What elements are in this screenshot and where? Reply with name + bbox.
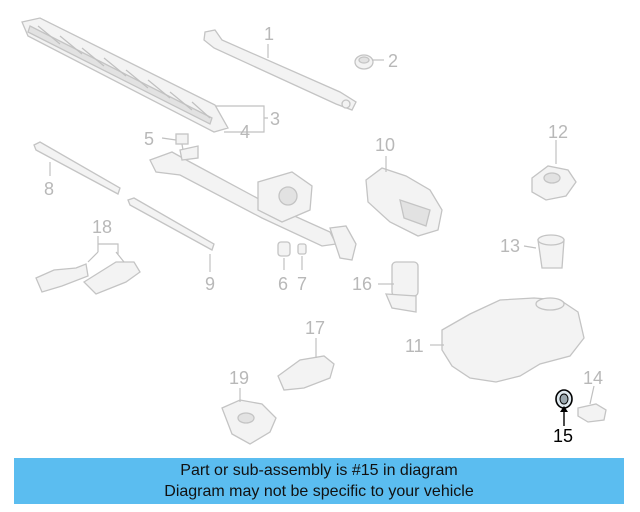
callout-3: 3 [270,109,280,129]
parts-diagram: 1 2 3 4 5 6 7 8 9 10 11 12 13 14 15 16 1… [21,17,607,446]
callout-labels: 1 2 3 4 5 6 7 8 9 10 11 12 13 14 15 16 1… [44,24,603,446]
filler-adapter-part [531,165,577,201]
callout-2: 2 [388,51,398,71]
callout-13: 13 [500,236,520,256]
callout-16: 16 [352,274,372,294]
leader-lines [49,44,595,426]
connector-part-14 [577,403,607,423]
washer-reservoir-part [441,297,585,383]
banner-line-part-number: Part or sub-assembly is #15 in diagram [180,462,458,479]
reservoir-cap-part [537,234,565,269]
grommet-part-15 [555,389,573,409]
callout-5: 5 [144,129,154,149]
wiper-linkage-part [149,145,357,261]
washer-pump-part [384,261,419,313]
callout-11: 11 [405,336,424,356]
rod-part-8 [33,141,121,195]
rod-part-9 [127,197,215,251]
callout-18: 18 [92,217,112,237]
callout-14: 14 [583,368,603,388]
info-banner: Part or sub-assembly is #15 in diagram D… [14,458,624,504]
bushing-part-6 [277,241,291,257]
callout-15: 15 [553,426,573,446]
callout-7: 7 [297,274,307,294]
wiper-arm-part [203,29,357,111]
nut-part-7 [297,243,307,255]
cap-part [354,54,374,70]
callout-19: 19 [229,368,249,388]
callout-9: 9 [205,274,215,294]
callout-1: 1 [264,24,274,44]
wiper-blade-part [21,17,229,133]
callout-12: 12 [548,122,568,142]
callout-6: 6 [278,274,288,294]
callout-17: 17 [305,318,325,338]
washer-nozzle-part-18 [35,251,141,295]
callout-4: 4 [240,122,250,142]
callout-10: 10 [375,135,395,155]
callout-8: 8 [44,179,54,199]
bracket-part-17 [277,355,335,391]
wiper-motor-part [365,167,443,237]
banner-line-disclaimer: Diagram may not be specific to your vehi… [164,483,474,500]
nozzle-part-19 [221,399,277,445]
